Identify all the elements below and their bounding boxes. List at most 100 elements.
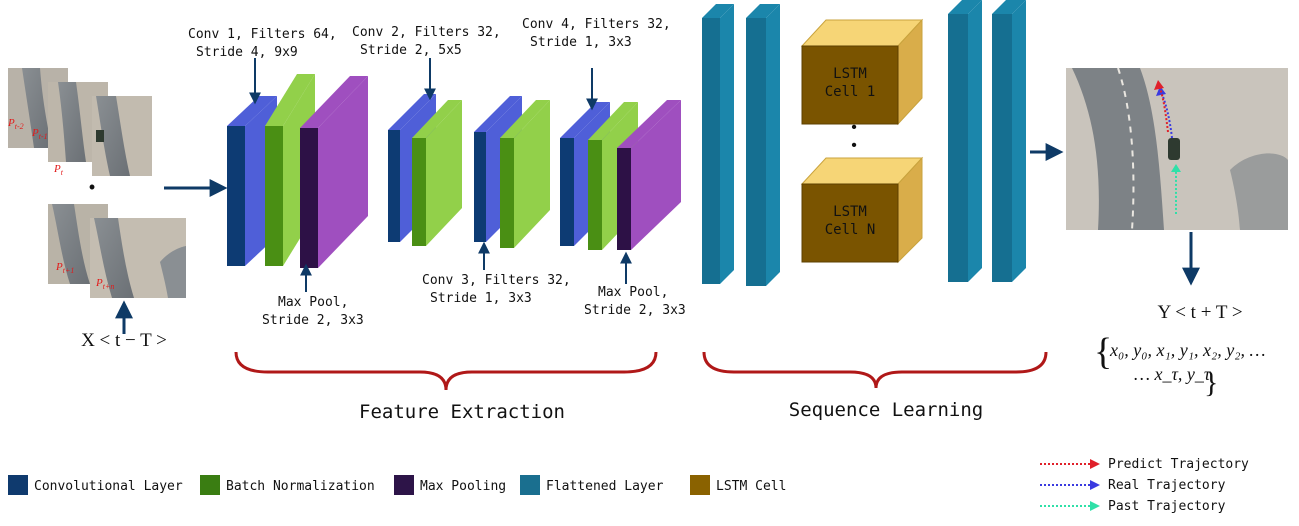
layer-annotations: Conv 1, Filters 64, Stride 4, 9x9 Conv 2… — [188, 17, 686, 328]
batchnorm2-layer-top — [412, 100, 462, 138]
conv4-annotation-line1: Conv 4, Filters 32, — [522, 17, 671, 32]
legend-label: Flattened Layer — [546, 479, 664, 494]
flattened-layer-3 — [948, 0, 982, 282]
batchnorm4-layer-front — [588, 140, 602, 250]
trajectory-legend-arrowhead — [1090, 480, 1100, 490]
legend-swatch — [690, 475, 710, 495]
sequence-learning-label: Sequence Learning — [789, 399, 983, 421]
flattened-layer-3-side — [968, 0, 982, 282]
legend-item: Convolutional Layer — [8, 475, 183, 495]
feature-extraction-brace — [234, 351, 658, 391]
flattened-layer-2-front — [746, 18, 766, 286]
frame-label-t: Pt — [53, 163, 64, 177]
flattened-layer-4-side — [1012, 0, 1026, 282]
legend-label: LSTM Cell — [716, 479, 786, 494]
output-brace-close: } — [1204, 366, 1218, 399]
output-image — [1066, 67, 1288, 231]
cnn-blocks — [227, 74, 681, 268]
output-predict-trajectory — [1159, 87, 1169, 133]
maxpool1-layer — [300, 76, 368, 268]
trajectory-legend-item: Predict Trajectory — [1040, 457, 1249, 472]
frames-ellipsis-dot: • — [89, 177, 95, 197]
flattened-layer-1-front — [702, 18, 720, 284]
frame-label-t+n: Pt+n — [95, 277, 114, 291]
maxpool1-layer-side — [318, 76, 368, 268]
legend-item: LSTM Cell — [690, 475, 786, 495]
output-image-road — [1072, 68, 1164, 230]
conv1-layer-front — [227, 126, 245, 266]
maxpool2-layer — [617, 100, 681, 250]
conv4-layer-top — [560, 102, 610, 138]
lstm-cell-1-front — [801, 45, 899, 125]
flattened-layer-1-side — [720, 4, 734, 284]
lstm-cell-1-label-line2: Cell 1 — [825, 84, 876, 100]
trajectory-legend-arrowhead — [1090, 501, 1100, 511]
pool1-annotation-line1: Max Pool, — [278, 295, 348, 310]
frame-label-t+1: Pt+1 — [55, 261, 74, 275]
lstm-cell-1: LSTM Cell 1 — [800, 18, 924, 126]
maxpool2-layer-side — [631, 100, 681, 250]
legend-label: Batch Normalization — [226, 479, 375, 494]
input-caption: X < t − T > — [81, 330, 167, 351]
legend-swatch — [200, 475, 220, 495]
output-real-trajectory — [1161, 93, 1173, 139]
pool2-annotation-line1: Max Pool, — [598, 285, 668, 300]
trajectory-legend-label: Real Trajectory — [1108, 478, 1226, 493]
conv4-layer-front — [560, 138, 574, 246]
batchnorm3-layer-front — [500, 138, 514, 248]
output-formula-line2: … x_τ, y_τ — [1134, 364, 1211, 384]
lstm-cell-n-front — [801, 183, 899, 263]
legend: Convolutional Layer Batch Normalization Ma… — [8, 475, 786, 495]
lstm-cell-n: LSTM Cell N — [800, 156, 924, 264]
batchnorm2-layer — [412, 100, 462, 246]
legend-label: Max Pooling — [420, 479, 506, 494]
batchnorm1-layer-front — [265, 126, 283, 266]
lstm-cell-n-label-line1: LSTM — [833, 204, 867, 220]
legend-swatch — [8, 475, 28, 495]
conv1-layer-top — [227, 96, 277, 126]
flattened-layer-1-top — [702, 4, 734, 18]
batchnorm3-layer — [500, 100, 550, 248]
maxpool2-layer-front — [617, 148, 631, 250]
trajectory-legend-item: Real Trajectory — [1040, 478, 1226, 493]
output-image-roundabout — [1230, 153, 1288, 230]
flattened-layer-3-top — [948, 0, 982, 14]
conv3-layer-top — [474, 96, 522, 132]
flattened-layer-2 — [746, 4, 780, 286]
legend-swatch — [394, 475, 414, 495]
trajectory-legend-item: Past Trajectory — [1040, 499, 1226, 514]
conv3-annotation-line1: Conv 3, Filters 32, — [422, 273, 571, 288]
batchnorm4-layer-top — [588, 102, 638, 140]
feature-extraction-label: Feature Extraction — [359, 401, 565, 423]
lstm-cell-1-label-line1: LSTM — [833, 66, 867, 82]
legend-label: Convolutional Layer — [34, 479, 183, 494]
sequence-learning-brace — [702, 351, 1048, 389]
lstm-dot-2: • — [851, 137, 857, 154]
flattened-layer-4-front — [992, 14, 1012, 282]
lstm-dot-1: • — [851, 119, 857, 136]
batchnorm2-layer-front — [412, 138, 426, 246]
output-past-trajectory-head — [1171, 164, 1181, 172]
input-frame-5 — [90, 218, 186, 298]
trajectory-legend-label: Past Trajectory — [1108, 499, 1226, 514]
flattened-layer-4 — [992, 0, 1026, 282]
conv3-layer-front — [474, 132, 486, 242]
maxpool2-layer-top — [617, 100, 681, 148]
conv3-annotation-line2: Stride 1, 3x3 — [430, 291, 532, 306]
output-brace-open: { — [1094, 331, 1112, 373]
frame-label-t-2: Pt-2 — [7, 117, 24, 131]
legend-item: Max Pooling — [394, 475, 506, 495]
output-predict-trajectory-head — [1154, 80, 1164, 90]
lstm-cell-n-label-line2: Cell N — [825, 222, 876, 238]
batchnorm2-layer-side — [426, 100, 462, 246]
batchnorm3-layer-top — [500, 100, 550, 138]
conv2-layer-top — [388, 94, 436, 130]
flattened-layer-2-top — [746, 4, 780, 18]
legend-item: Flattened Layer — [520, 475, 664, 495]
conv4-annotation-line2: Stride 1, 3x3 — [530, 35, 632, 50]
frame-label-t-1: Pt-1 — [31, 127, 48, 141]
flattened-layer-2-side — [766, 4, 780, 286]
flattened-layer-4-top — [992, 0, 1026, 14]
maxpool1-layer-front — [300, 128, 318, 268]
